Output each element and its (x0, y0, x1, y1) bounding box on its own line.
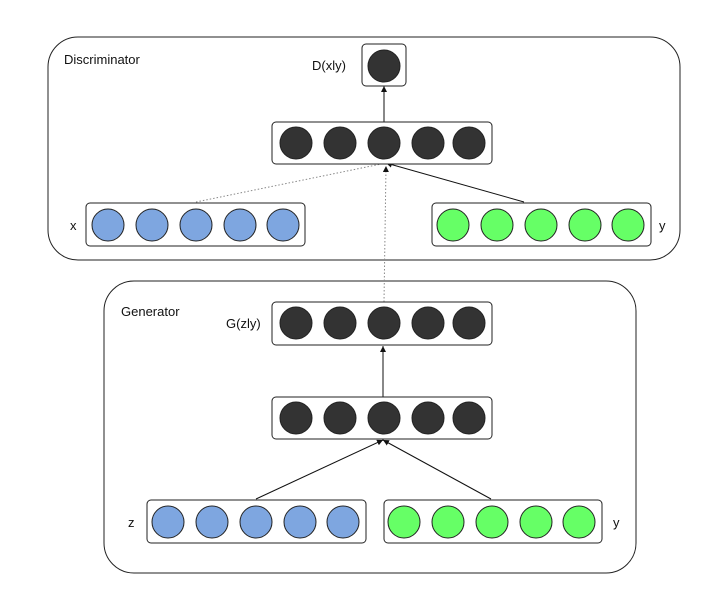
discriminator-hidden-unit (279, 126, 313, 160)
generator-output-unit (411, 306, 445, 340)
edge-y-to-discriminator-hidden (385, 161, 525, 203)
z-input-unit (283, 505, 317, 539)
discriminator-hidden-unit (411, 126, 445, 160)
discriminator-output-layer (361, 43, 407, 87)
z-input-unit (239, 505, 273, 539)
z-input-unit (151, 505, 185, 539)
dotted-edge-x-to-discriminator-hidden (195, 162, 387, 203)
generator-z-layer (146, 499, 367, 544)
edge-y-to-generator-hidden (382, 439, 492, 500)
y-input-unit (611, 208, 645, 242)
y-input-unit (562, 505, 596, 539)
discriminator-title: Discriminator (64, 52, 141, 67)
discriminator-y-label: y (659, 218, 666, 233)
discriminator-output-label: D(xly) (312, 58, 346, 73)
y-input-unit (519, 505, 553, 539)
generator-y-layer (383, 499, 603, 544)
y-input-unit (475, 505, 509, 539)
y-input-unit (436, 208, 470, 242)
x-input-unit (179, 208, 213, 242)
generator-output-unit (452, 306, 486, 340)
generator-hidden-unit (452, 401, 486, 435)
discriminator-y-layer (431, 202, 652, 247)
generator-output-label: G(zly) (226, 316, 261, 331)
generator-hidden-layer (271, 396, 493, 440)
x-input-unit (91, 208, 125, 242)
discriminator-hidden-layer (271, 121, 493, 165)
generator-hidden-unit (411, 401, 445, 435)
x-label: x (70, 218, 77, 233)
generator-hidden-unit (367, 401, 401, 435)
z-label: z (128, 515, 135, 530)
generator-y-label: y (613, 515, 620, 530)
edge-z-to-generator-hidden (255, 439, 384, 500)
connections (195, 86, 525, 500)
dotted-edge-generator-output-to-discriminator-hidden (382, 165, 389, 303)
y-input-unit (387, 505, 421, 539)
discriminator-hidden-unit (367, 126, 401, 160)
generator-output-unit (323, 306, 357, 340)
y-input-unit (431, 505, 465, 539)
y-input-unit (524, 208, 558, 242)
x-input-unit (266, 208, 300, 242)
y-input-unit (480, 208, 514, 242)
generator-hidden-unit (323, 401, 357, 435)
discriminator-output-unit (367, 49, 401, 83)
generator-output-unit (279, 306, 313, 340)
x-input-unit (135, 208, 169, 242)
discriminator-x-layer (85, 202, 306, 247)
discriminator-hidden-unit (452, 126, 486, 160)
z-input-unit (326, 505, 360, 539)
discriminator-hidden-unit (323, 126, 357, 160)
z-input-unit (195, 505, 229, 539)
x-input-unit (223, 208, 257, 242)
generator-output-unit (367, 306, 401, 340)
generator-hidden-unit (279, 401, 313, 435)
y-input-unit (568, 208, 602, 242)
generator-output-layer (271, 301, 493, 346)
generator-title: Generator (121, 304, 180, 319)
